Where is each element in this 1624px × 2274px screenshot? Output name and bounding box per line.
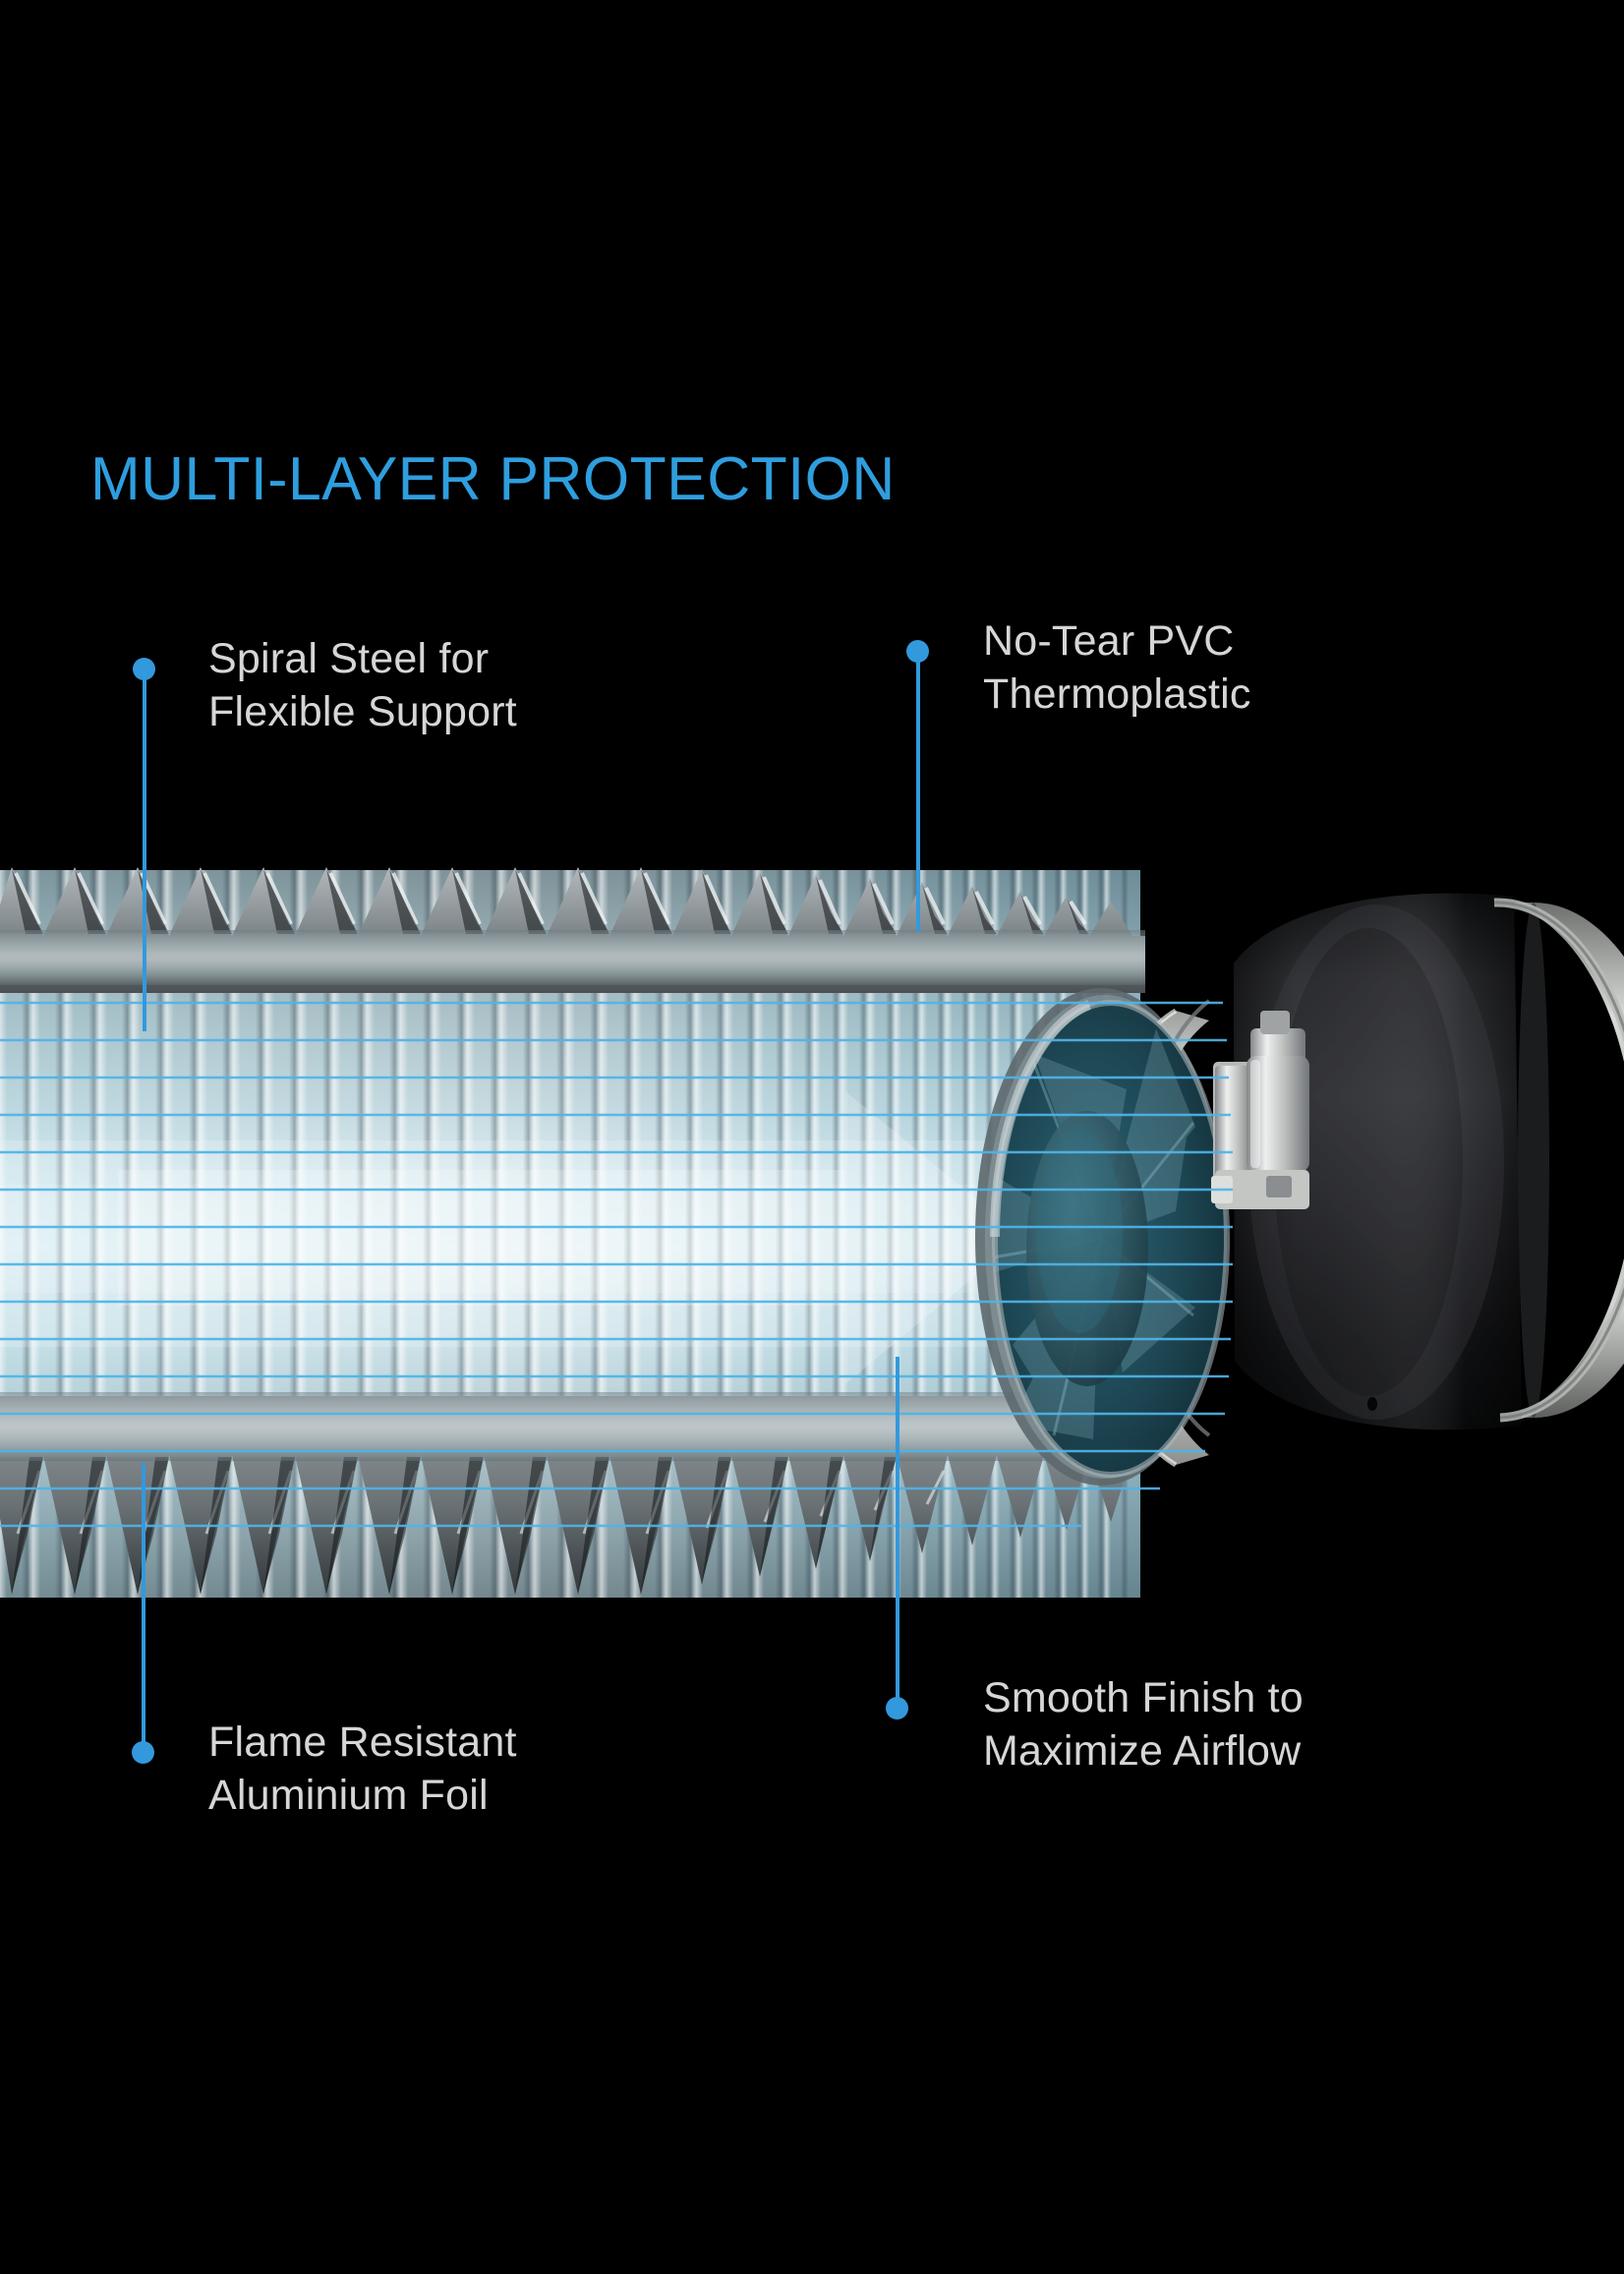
callout-leader-line [916,652,920,932]
callout-label-spiral-steel: Spiral Steel for Flexible Support [208,632,517,738]
callout-label-line: Maximize Airflow [983,1727,1302,1776]
callout-label-line: Smooth Finish to [983,1674,1304,1721]
page-title: MULTI-LAYER PROTECTION [90,445,896,513]
callout-leader-line [143,670,146,1031]
callout-dot-icon [133,658,155,680]
callout-leader-line [896,1357,899,1708]
callout-label-line: No-Tear PVC [983,617,1235,665]
fan-housing-vent-hole [1367,1397,1377,1411]
callout-dot-icon [132,1741,154,1764]
fan-hub [1026,1111,1148,1386]
callout-dot-icon [906,640,929,663]
callout-label-no-tear-pvc: No-Tear PVC Thermoplastic [983,614,1251,721]
callout-dot-icon [886,1697,908,1720]
callout-label-line: Flame Resistant [208,1719,517,1766]
product-illustration [0,867,1624,1598]
fan-rear-band [1504,903,1624,1418]
callout-label-smooth-finish-airflow: Smooth Finish to Maximize Airflow [983,1671,1304,1778]
callout-label-flame-resistant-foil: Flame Resistant Aluminium Foil [208,1716,517,1822]
callout-label-line: Thermoplastic [983,671,1251,719]
callout-label-line: Spiral Steel for [208,635,490,682]
callout-label-line: Aluminium Foil [208,1772,489,1820]
callout-label-line: Flexible Support [208,688,517,736]
airflow-indicator-lines [0,1001,1233,1528]
duct-top-sawtooth [0,867,1145,993]
airflow-arrow [118,1091,1022,1384]
fan-clamp-screw [1211,1011,1309,1209]
inline-duct-fan [1234,893,1624,1430]
callout-leader-line [142,1463,145,1751]
fan-inlet-assembly [975,988,1230,1486]
